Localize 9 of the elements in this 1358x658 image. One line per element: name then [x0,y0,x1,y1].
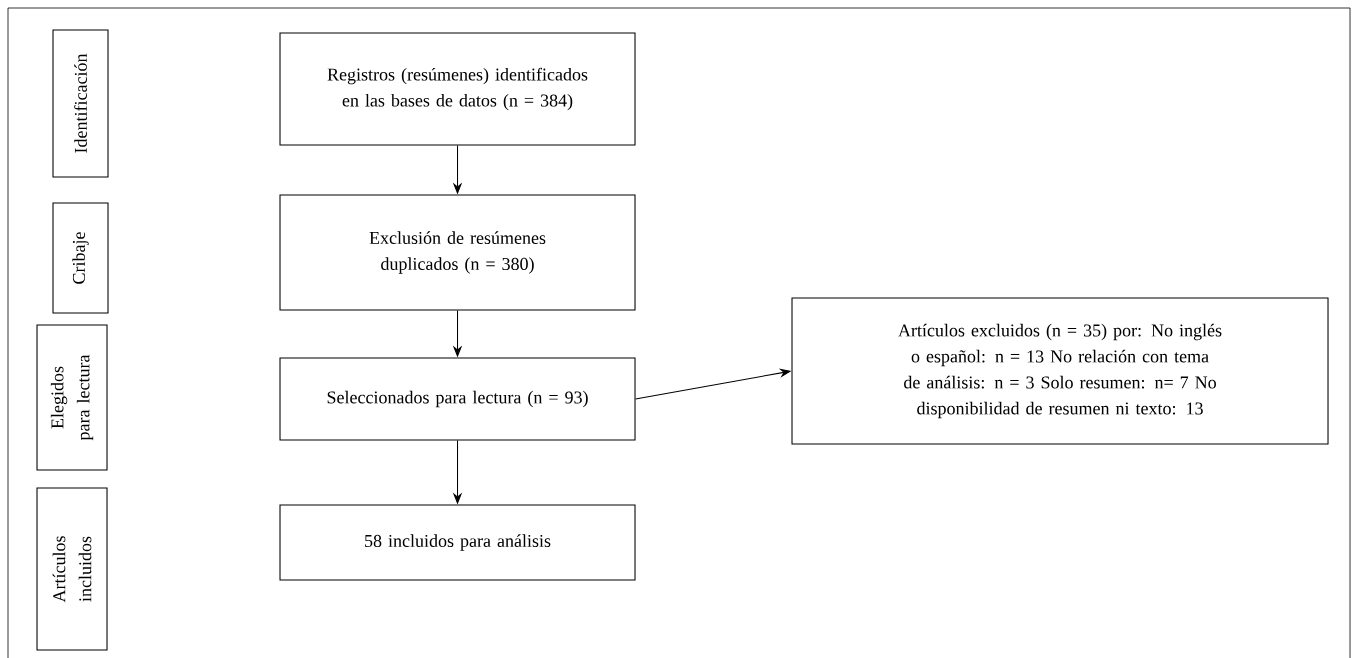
stage-label-box: Cribaje [52,202,109,314]
process-box: Exclusión de resúmenes duplicados (n = 380) [279,194,636,311]
stage-label-box: Artículos incluidos [36,487,108,651]
process-box: Artículos excluidos (n = 35) por: No inglés o español: n = 13 No relación con tema de análisis: n = 3 Solo resumen: n= 7 No disponibilidad de resumen ni texto: 13 [791,297,1329,445]
stage-label-box: Identificación [52,29,109,178]
process-box: 58 incluidos para análisis [279,504,636,581]
process-box: Seleccionados para lectura (n = 93) [279,357,636,441]
process-box: Registros (resúmenes) identificados en las bases de datos (n = 384) [279,32,636,146]
stage-label-box: Elegidos para lectura [36,324,108,471]
